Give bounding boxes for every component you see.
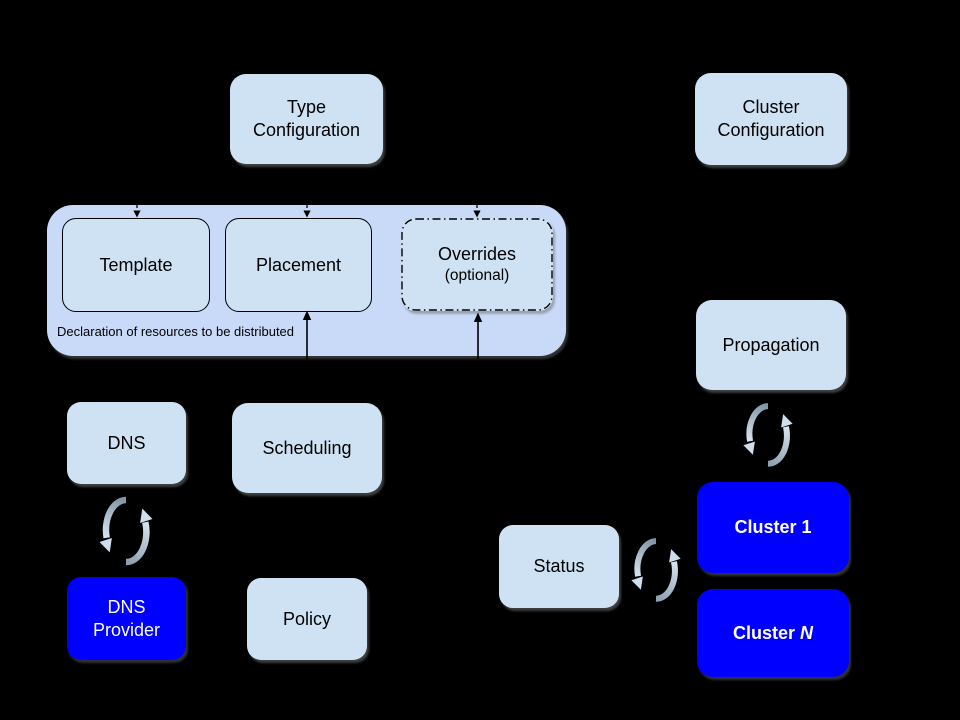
node-propagation: Propagation xyxy=(696,300,846,390)
sync-arrows-icon xyxy=(99,496,153,566)
declaration-group-caption: Declaration of resources to be distribut… xyxy=(57,324,295,339)
node-sublabel: (optional) xyxy=(444,267,510,284)
node-placement: Placement xyxy=(225,218,372,312)
node-dns: DNS xyxy=(67,402,186,484)
node-label: Type xyxy=(286,97,327,117)
node-label: DNS xyxy=(107,432,146,453)
node-overrides: Overrides (optional) xyxy=(401,218,553,311)
node-label: Cluster 1 xyxy=(734,517,812,537)
node-label: Policy xyxy=(282,608,331,629)
node-label: Configuration xyxy=(252,120,361,140)
node-label: Scheduling xyxy=(262,437,352,458)
node-policy: Policy xyxy=(247,578,367,660)
node-label: Placement xyxy=(255,254,342,275)
node-cluster-configuration: Cluster Configuration xyxy=(695,73,847,165)
node-cluster-1: Cluster 1 xyxy=(697,482,849,573)
cluster-n-prefix: Cluster xyxy=(732,622,795,643)
cluster-n-italic-suffix: N xyxy=(800,622,813,643)
node-label: Overrides xyxy=(437,244,517,264)
node-dns-provider: DNS Provider xyxy=(67,577,186,660)
node-status: Status xyxy=(499,525,619,608)
node-label: Cluster xyxy=(742,97,800,117)
node-label: Template xyxy=(99,254,173,275)
node-label: Provider xyxy=(92,619,161,640)
node-label: Status xyxy=(533,556,585,576)
node-scheduling: Scheduling xyxy=(232,403,382,493)
dash-dot-border xyxy=(401,218,553,311)
node-label: DNS xyxy=(107,596,146,617)
node-template: Template xyxy=(62,218,210,312)
node-type-configuration: Type Configuration xyxy=(230,74,383,164)
node-label: Propagation xyxy=(722,334,820,355)
sync-arrows-icon xyxy=(631,538,681,602)
sync-arrows-icon xyxy=(743,403,793,467)
node-label: Configuration xyxy=(717,120,825,140)
